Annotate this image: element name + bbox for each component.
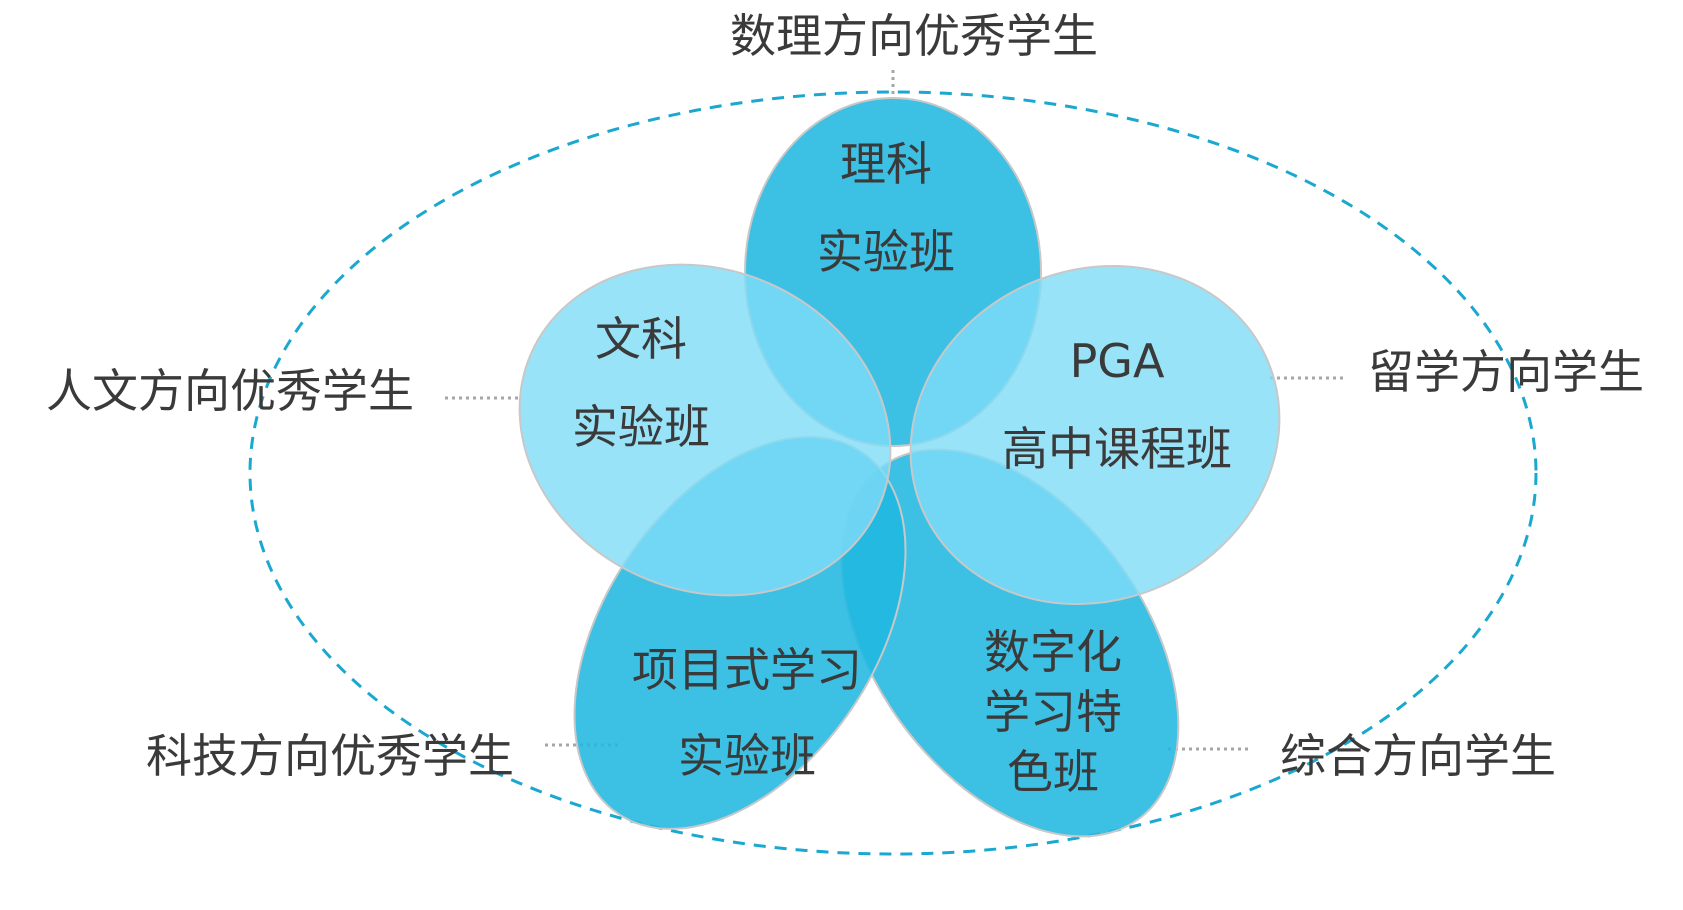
label-left: 人文方向优秀学生 [46, 364, 414, 418]
digital-line2: 学习特 [984, 685, 1122, 739]
digital-line1: 数字化 [984, 625, 1122, 679]
pga-line2: 高中课程班 [1002, 422, 1232, 476]
digital-line3: 色班 [1007, 745, 1099, 799]
petal-pga [909, 264, 1281, 606]
label-bottom-right: 综合方向学生 [1280, 729, 1556, 783]
project-line1: 项目式学习 [632, 643, 862, 697]
outer-dashed-ellipse [248, 90, 1538, 856]
label-top: 数理方向优秀学生 [730, 9, 1098, 63]
liberal-arts-line2: 实验班 [572, 400, 710, 454]
label-bottom-left: 科技方向优秀学生 [146, 729, 514, 783]
petal-liberal-arts [518, 263, 892, 597]
pga-line1: PGA [1070, 334, 1165, 388]
label-right: 留学方向学生 [1368, 345, 1644, 399]
science-line1: 理科 [840, 137, 932, 191]
liberal-arts-line1: 文科 [595, 312, 687, 366]
science-line2: 实验班 [817, 225, 955, 279]
project-line2: 实验班 [678, 729, 816, 783]
